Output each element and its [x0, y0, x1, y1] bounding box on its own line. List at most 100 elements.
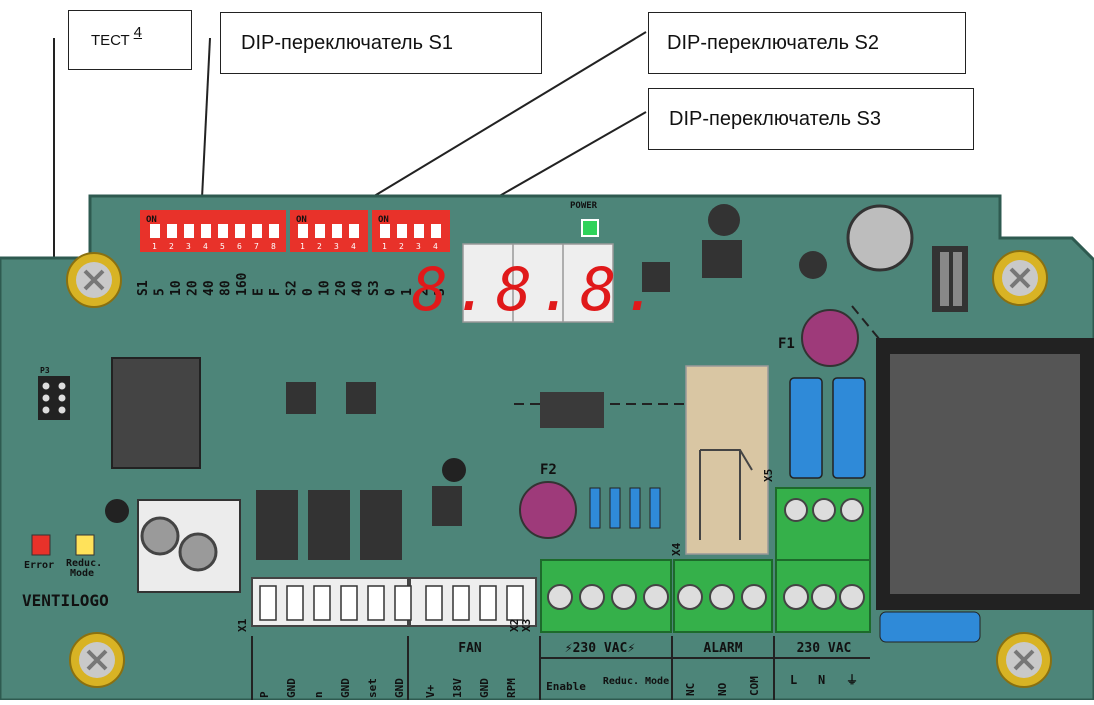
enable-label: Enable: [546, 680, 586, 693]
fuse-f2: [519, 481, 577, 539]
dip-s1-switch-4: [201, 224, 211, 238]
reduc-mode-label: Reduc. Mode: [603, 676, 669, 687]
dip-s2-switch-2: [315, 224, 325, 238]
dip-s2-switch-number: 1: [300, 242, 305, 251]
pin-slot: [506, 585, 524, 621]
seven-segment-display: 8.8.8.: [412, 243, 658, 325]
dip-value-label: 10: [318, 280, 333, 296]
callout-test-ref: 4: [133, 23, 143, 41]
dip-value-label: 20: [186, 280, 201, 296]
resistor-array: [589, 487, 661, 529]
terminal-x5: [775, 487, 871, 571]
relay: [685, 365, 769, 555]
power-230-label: ⚡230 VAC⚡: [565, 641, 635, 656]
terminal-power: [540, 559, 672, 633]
x3-label: X3: [520, 619, 533, 632]
pin-slot: [259, 585, 277, 621]
x2-label: X2: [508, 619, 521, 632]
small-relays: [256, 490, 402, 560]
dip-value-label: E: [252, 288, 267, 296]
screw-top-right: [992, 250, 1048, 306]
dip-s3-on-label: ON: [378, 215, 389, 225]
chip: [346, 382, 376, 414]
pin-slot: [479, 585, 497, 621]
inductor: [708, 204, 740, 236]
mains-pin-label: ⏚: [846, 673, 858, 687]
pin-slot: [452, 585, 470, 621]
connector-x1-x2: [251, 577, 537, 627]
jumper-block: [932, 246, 968, 312]
dip-s1-switch-8: [269, 224, 279, 238]
alarm-pin-label: NO: [716, 682, 729, 696]
dip-value-label: S2: [285, 280, 300, 296]
dip-value-label: 0: [384, 288, 399, 296]
dip-value-label: 20: [334, 280, 349, 296]
screw-top-left: [66, 252, 122, 308]
pin-slot: [286, 585, 304, 621]
pin-slot: [367, 585, 385, 621]
dip-s1-switch-number: 1: [152, 242, 157, 251]
alarm-pin-label: NC: [684, 683, 697, 696]
dip-s2-switch-number: 2: [317, 242, 322, 251]
dip-s1-switch-number: 5: [220, 242, 225, 251]
fuse-f1: [801, 309, 859, 367]
error-led-label: Error: [24, 560, 54, 571]
callout-dip-s1-text: DIP-переключатель S1: [241, 31, 454, 54]
pin-label: set: [366, 678, 379, 698]
dip-s3-switch-1: [380, 224, 390, 238]
screw-bottom-left: [69, 632, 125, 688]
microcontroller: [111, 357, 201, 469]
dip-s1-switch-6: [235, 224, 245, 238]
x4-label: X4: [670, 542, 683, 556]
brand-logo: VENTILOGO: [22, 591, 109, 610]
dip-s1-on-label: ON: [146, 215, 157, 225]
power-led: [581, 219, 599, 237]
pin-slot: [394, 585, 412, 621]
callout-dip-s1: DIP-переключатель S1: [220, 12, 542, 74]
reduc-led-label: Reduc.: [66, 558, 102, 569]
mains-pin-label: N: [818, 673, 825, 687]
mains-label: 230 VAC: [797, 641, 852, 656]
dip-s3-switch-number: 4: [433, 242, 438, 251]
dip-s1-switch-5: [218, 224, 228, 238]
dip-s2-on-label: ON: [296, 215, 307, 225]
pin-label: GND: [285, 678, 298, 698]
mode-led-label: Mode: [70, 568, 94, 579]
dip-s1-switch-7: [252, 224, 262, 238]
dip-value-label: 40: [202, 280, 217, 296]
dip-s3-switch-number: 2: [399, 242, 404, 251]
callout-dip-s3: DIP-переключатель S3: [648, 88, 974, 150]
pin-label: GND: [339, 678, 352, 698]
dip-s1-switch-3: [184, 224, 194, 238]
dip-value-label: 3: [433, 288, 448, 296]
transistor: [105, 499, 129, 523]
dip-s1-switch-number: 6: [237, 242, 242, 251]
x5-label: X5: [762, 469, 775, 482]
fan-label: FAN: [458, 641, 482, 656]
dip-s2-switch-3: [332, 224, 342, 238]
transistor: [442, 458, 466, 482]
dip-s2-switch-1: [298, 224, 308, 238]
dip-s3-switch-number: 3: [416, 242, 421, 251]
callout-test-text: ТЕСТ: [91, 31, 130, 49]
pin-slot: [425, 585, 443, 621]
callout-dip-s2-text: DIP-переключатель S2: [667, 31, 880, 54]
dip-s1-switch-number: 8: [271, 242, 276, 251]
dip-s1-switch-number: 4: [203, 242, 208, 251]
pin-label: P: [258, 691, 271, 698]
terminal-mains: [775, 559, 871, 633]
isolation-boundary: [514, 305, 881, 405]
error-led: [31, 534, 51, 556]
pin-slot: [313, 585, 331, 621]
chip: [702, 240, 742, 278]
potentiometer-module: [137, 499, 241, 593]
dip-value-label: 0: [301, 288, 316, 296]
pin-label: GND: [393, 678, 406, 698]
dip-value-label: 10: [169, 280, 184, 296]
dip-value-label: 2: [417, 288, 432, 296]
dip-s1-switch-1: [150, 224, 160, 238]
dip-s1-switch-number: 2: [169, 242, 174, 251]
